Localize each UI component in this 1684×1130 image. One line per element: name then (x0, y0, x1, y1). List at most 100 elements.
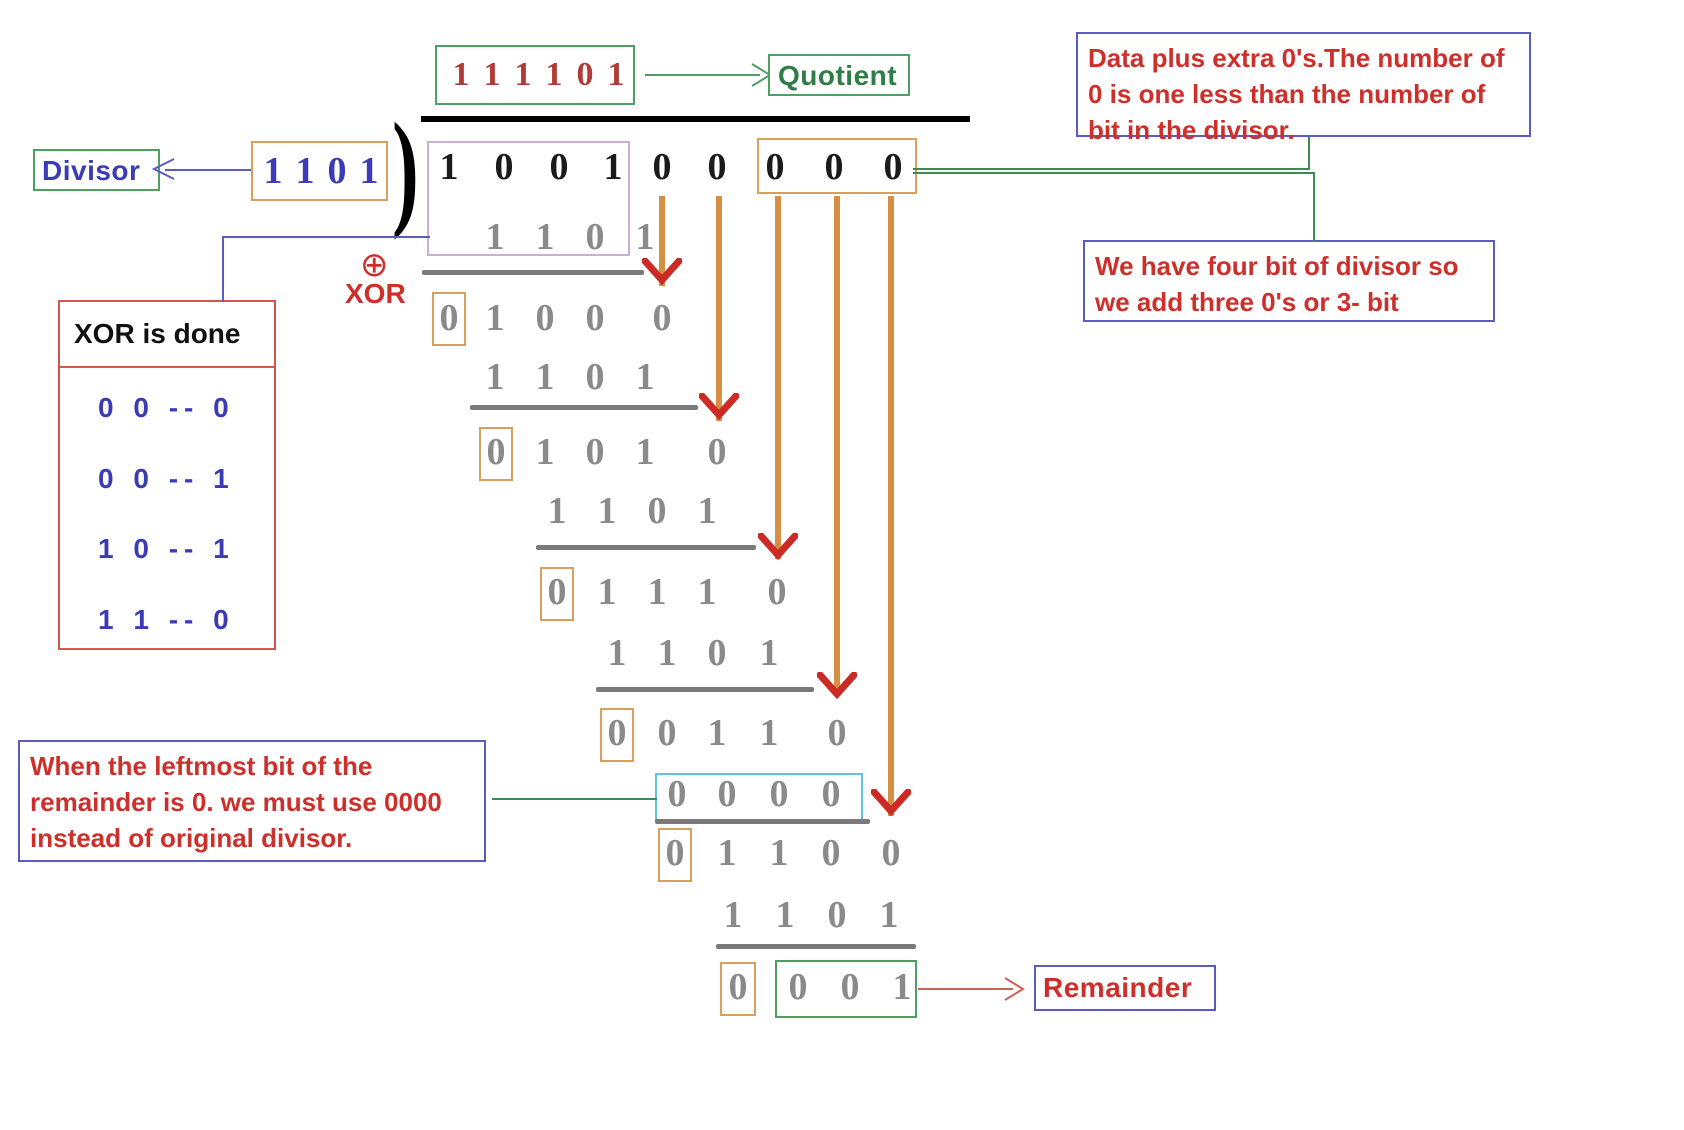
quotient-bit: 1 (607, 56, 625, 93)
xor-table-header (58, 300, 276, 368)
divisor-label-box (33, 149, 160, 191)
quotient-bit: 1 (483, 56, 501, 93)
xor-rule (596, 687, 814, 692)
xor-table-row: 1 0 -- 1 (98, 533, 235, 564)
note2-leader-vertical (1313, 172, 1315, 242)
zero-divisor-bit: 0 (717, 773, 737, 815)
appended-zeros-box (757, 138, 917, 194)
xor-rule (470, 405, 698, 410)
quotient-bit: 0 (576, 56, 594, 93)
xor-rule (716, 944, 916, 949)
xor-symbol: ⊕ (360, 246, 389, 284)
remainder-bit: 0 (840, 966, 860, 1008)
divisor-arrow-line (165, 169, 255, 171)
subtrahend-bit: 1 (485, 216, 505, 258)
note-leftmost-zero: When the leftmost bit of the remainder i… (18, 740, 486, 862)
carry-down-line (716, 196, 722, 421)
dividend-bit: 0 (883, 146, 903, 188)
carry-down-arrowhead-icon (699, 393, 739, 421)
subtrahend-bit: 0 (585, 356, 605, 398)
subtrahend-bit: 1 (535, 216, 555, 258)
result-bit: 0 (607, 712, 627, 754)
remainder-arrow-head (1004, 977, 1025, 1001)
xor-word-label: XOR (345, 278, 406, 309)
remainder-arrow-line (918, 988, 1013, 990)
quotient-arrow-line (645, 74, 760, 76)
result-bit: 0 (657, 712, 677, 754)
xor-table-row: 0 0 -- 1 (98, 463, 235, 494)
leading-zero-box (600, 708, 634, 762)
zero-divisor-bit: 0 (667, 773, 687, 815)
xor-table-row: 1 1 -- 0 (98, 604, 235, 635)
remainder-bit: 0 (788, 966, 808, 1008)
division-vinculum (421, 116, 970, 122)
result-bit: 0 (535, 297, 555, 339)
quotient-label: Quotient (778, 60, 898, 91)
subtrahend-bit: 1 (597, 490, 617, 532)
note3-leader-horizontal (492, 798, 657, 800)
quotient-bit: 1 (545, 56, 563, 93)
leading-zero-box (432, 292, 466, 346)
remainder-label-box (1034, 965, 1216, 1011)
carry-down-line (834, 196, 840, 696)
result-bit: 0 (486, 431, 506, 473)
leading-zero-box (479, 427, 513, 481)
carry-down-line (775, 196, 781, 559)
note2-leader-horizontal (913, 172, 1315, 174)
note1-leader-horizontal (913, 168, 1310, 170)
xor-table-row: 0 0 -- 0 (98, 392, 235, 423)
quotient-bit: 1 (452, 56, 470, 93)
divisor-arrow-head (151, 158, 175, 180)
brought-down-bit: 0 (707, 431, 727, 473)
brought-down-bit: 0 (652, 297, 672, 339)
result-bit: 0 (439, 297, 459, 339)
subtrahend-bit: 0 (585, 216, 605, 258)
xor-table-title: XOR is done (74, 318, 241, 349)
subtrahend-bit: 1 (697, 490, 717, 532)
remainder-label: Remainder (1043, 972, 1193, 1003)
dividend-bit: 0 (707, 146, 727, 188)
remainder-box (775, 960, 917, 1018)
subtrahend-bit: 0 (707, 632, 727, 674)
result-bit: 1 (535, 431, 555, 473)
subtrahend-bit: 1 (775, 894, 795, 936)
xor-rule (655, 819, 870, 824)
result-bit: 0 (665, 832, 685, 874)
leading-zero-box (720, 962, 756, 1016)
brought-down-bit: 0 (881, 832, 901, 874)
subtrahend-bit: 0 (647, 490, 667, 532)
subtrahend-bit: 1 (635, 216, 655, 258)
subtrahend-bit: 1 (879, 894, 899, 936)
first-xor-group-box (427, 141, 630, 256)
quotient-box (435, 45, 635, 105)
note1-leader-vertical (1308, 137, 1310, 169)
result-bit: 1 (597, 571, 617, 613)
brought-down-bit: 0 (827, 712, 847, 754)
xor-rule (422, 270, 644, 275)
subtrahend-bit: 1 (535, 356, 555, 398)
carry-down-arrowhead-icon (817, 672, 857, 700)
subtrahend-bit: 1 (759, 632, 779, 674)
result-bit: 1 (697, 571, 717, 613)
leading-zero-box (658, 828, 692, 882)
divisor-value-box (251, 141, 388, 201)
dividend-bit: 0 (494, 146, 514, 188)
zero-divisor-bit: 0 (769, 773, 789, 815)
subtrahend-bit: 1 (547, 490, 567, 532)
zero-divisor-bit: 0 (821, 773, 841, 815)
dividend-bit: 1 (603, 146, 623, 188)
result-bit: 0 (547, 571, 567, 613)
result-bit: 1 (759, 712, 779, 754)
divisor-bit: 1 (359, 150, 379, 192)
leading-zero-box (540, 567, 574, 621)
quotient-label-box (768, 54, 910, 96)
remainder-leading-zero: 0 (728, 966, 748, 1008)
carry-down-line (659, 196, 665, 286)
xor-connector-horizontal (222, 236, 430, 238)
note-four-bit-divisor: We have four bit of divisor so we add th… (1083, 240, 1495, 322)
divisor-bit: 1 (263, 150, 283, 192)
quotient-bit: 1 (514, 56, 532, 93)
divisor-bit: 1 (295, 150, 315, 192)
subtrahend-bit: 1 (723, 894, 743, 936)
